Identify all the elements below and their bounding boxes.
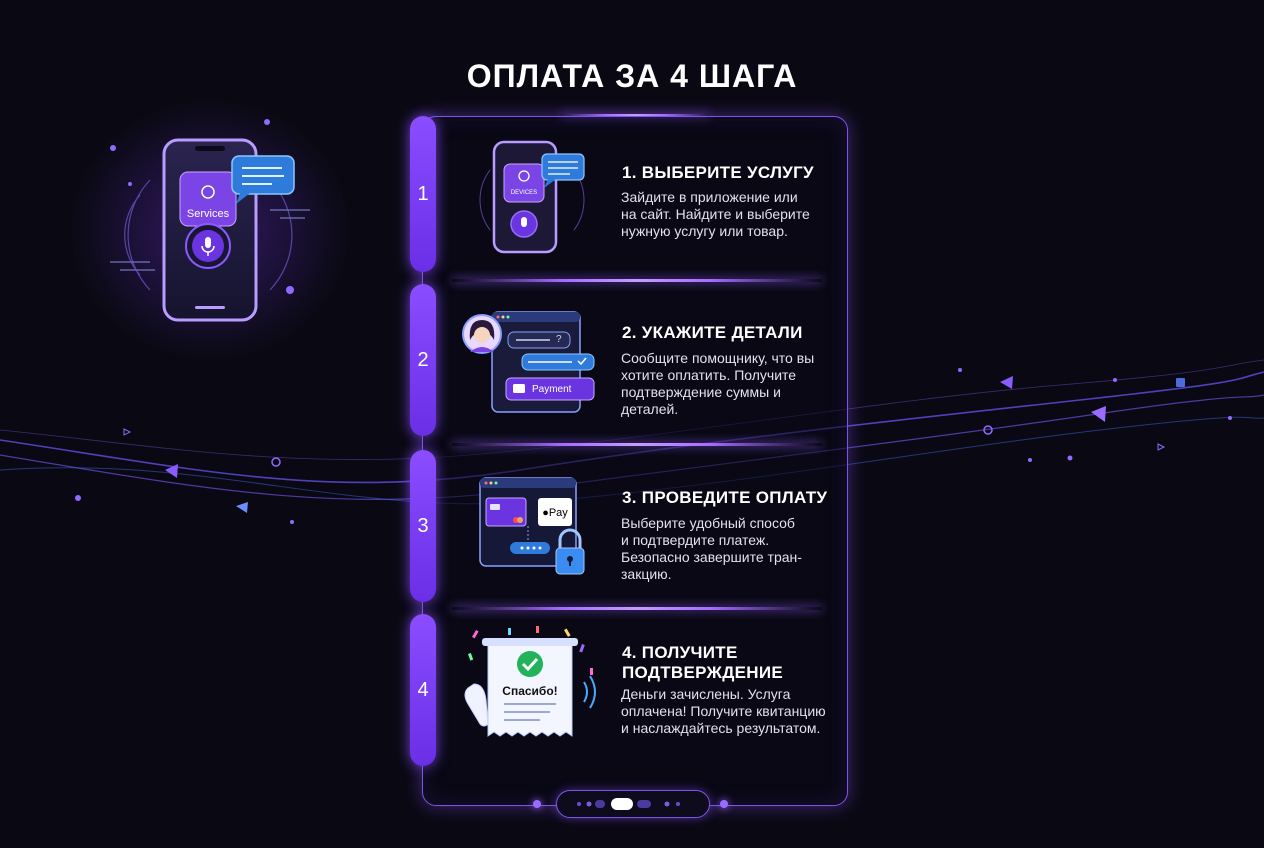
step2-text: Сообщите помощнику, что вы хотите оплати… [621,350,815,417]
step4-thanks-label: Спасибо! [502,684,558,698]
top-glow [560,114,710,116]
step-tab-2[interactable]: 2 [410,284,436,436]
step-tab-4[interactable]: 4 [410,614,436,766]
pagination [556,790,710,818]
step4-heading: 4. ПОЛУЧИТЕ ПОДТВЕРЖДЕНИЕ [622,643,783,682]
pagination-dot-left[interactable] [533,800,541,808]
step-tab-1[interactable]: 1 [410,116,436,272]
services-label: Services [186,208,230,220]
step3-heading: 3. ПРОВЕДИТЕ ОПЛАТУ [622,488,828,507]
step4-receipt-icon: Спасибо! [460,624,602,744]
step2-heading: 2. УКАЖИТЕ ДЕТАЛИ [622,323,803,342]
step2-chat-icon: ? Payment [462,310,598,414]
step1-phone-icon: DEVICES [478,140,588,256]
step1-heading: 1. ВЫБЕРИТЕ УСЛУГУ [622,163,814,182]
step3-pay-label: ●Pay [542,507,568,519]
pagination-dot-right[interactable] [720,800,728,808]
step3-text: Выберите удобный способ и подтвердите пл… [621,515,802,582]
hero-phone-illustration: Services [160,138,300,324]
divider-2 [452,443,822,446]
apple-icon: ● [542,507,549,519]
step4-text: Деньги зачислены. Услуга оплачена! Получ… [621,686,826,736]
step2-bubble-mark: ? [556,334,562,345]
page-title: ОПЛАТА ЗА 4 ШАГА [466,58,798,94]
step1-text: Зайдите в приложение или на сайт. Найдит… [621,189,810,239]
step3-payment-icon: ●Pay [478,476,590,578]
step1-devices-label: DEVICES [510,190,538,196]
step2-payment-label: Payment [532,384,572,395]
step-tab-3[interactable]: 3 [410,450,436,602]
divider-1 [452,279,822,282]
divider-3 [452,607,822,610]
